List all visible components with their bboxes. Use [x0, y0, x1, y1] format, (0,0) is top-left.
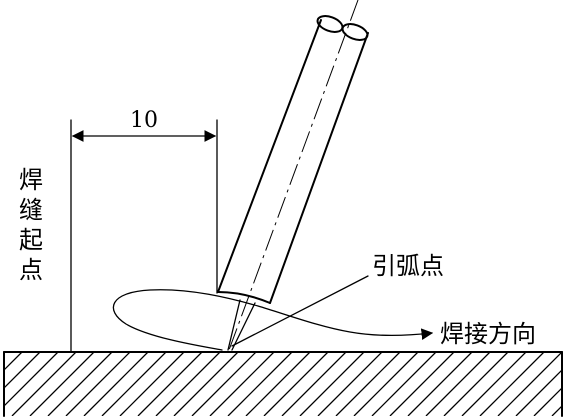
- dimension-value: 10: [130, 108, 158, 133]
- arc-strike-leader: [231, 275, 369, 347]
- electrode-tube-end-right: [341, 23, 369, 41]
- hatch-line: [4, 352, 41, 389]
- hatch-line: [83, 352, 149, 416]
- hatch-line: [353, 352, 419, 416]
- hatch-line: [407, 352, 473, 416]
- welding-direction-label: 焊接方向: [440, 320, 536, 348]
- hatch-line: [173, 352, 239, 416]
- electrode-centerline: [228, 0, 359, 351]
- electrode: [217, 0, 369, 351]
- electrode-tip: [217, 291, 271, 304]
- arc-travel-path: [112, 289, 434, 351]
- arc-line-right: [231, 302, 256, 351]
- hatch-line: [335, 352, 401, 416]
- hatch-line: [479, 352, 545, 416]
- hatch-line: [245, 352, 311, 416]
- hatch-line: [47, 352, 113, 416]
- electrode-right-edge: [269, 32, 369, 304]
- arc-line-left: [227, 299, 241, 351]
- hatch-line: [515, 369, 562, 416]
- arc-strike-point-label: 引弧点: [372, 252, 444, 280]
- hatch-line: [497, 352, 562, 416]
- base-plate: [3, 351, 563, 417]
- hatch-line: [281, 352, 347, 416]
- electrode-left-edge: [217, 19, 322, 293]
- hatch-line: [425, 352, 491, 416]
- hatch-line: [155, 352, 221, 416]
- hatch-line: [371, 352, 437, 416]
- hatch-line: [443, 352, 509, 416]
- hatch-line: [4, 352, 23, 371]
- weld-start-point-label: 焊 缝 起 点: [19, 166, 51, 284]
- hatch-line: [65, 352, 131, 416]
- hatch-line: [29, 352, 95, 416]
- hatch-line: [209, 352, 275, 416]
- hatch-line: [533, 387, 562, 416]
- hatch-line: [389, 352, 455, 416]
- hatch-line: [101, 352, 167, 416]
- hatch-line: [461, 352, 527, 416]
- hatch-line: [137, 352, 203, 416]
- hatch-line: [227, 352, 293, 416]
- hatch-line: [263, 352, 329, 416]
- hatch-line: [317, 352, 383, 416]
- plate-hatching: [4, 352, 562, 416]
- hatch-line: [299, 352, 365, 416]
- hatch-line: [119, 352, 185, 416]
- hatch-line: [191, 352, 257, 416]
- hatch-line: [11, 352, 77, 416]
